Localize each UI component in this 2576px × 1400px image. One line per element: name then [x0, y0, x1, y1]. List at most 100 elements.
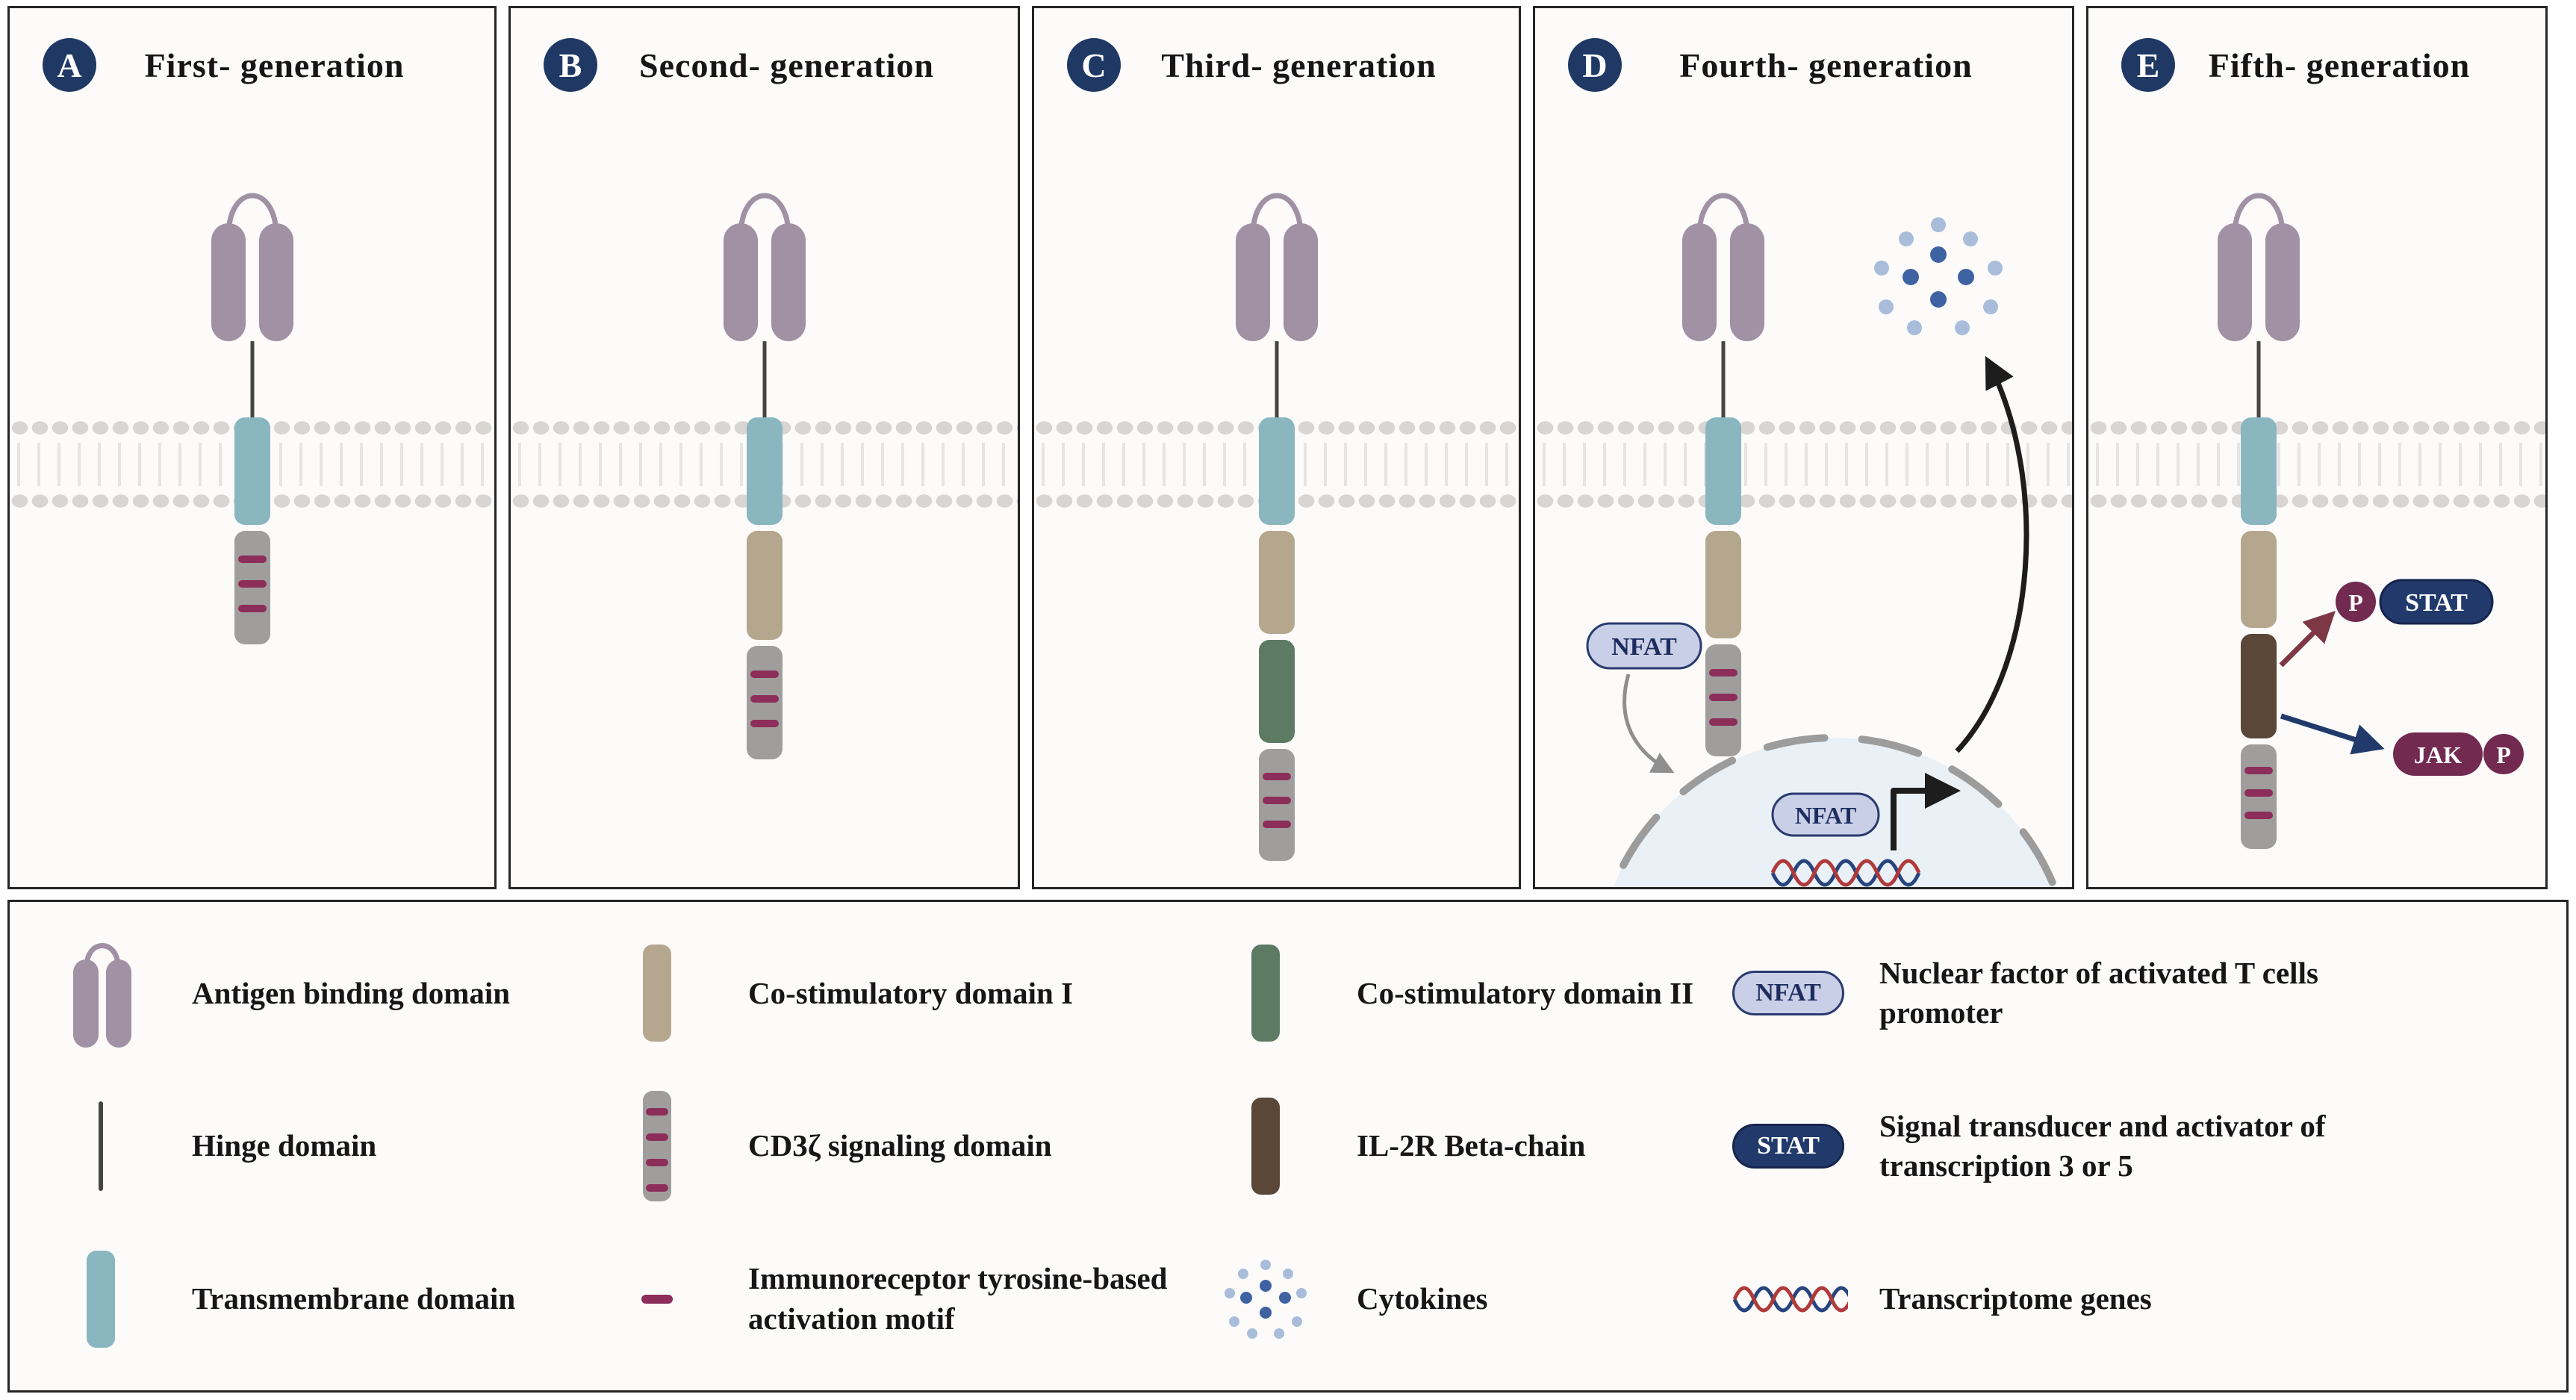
svg-text:NFAT: NFAT: [1611, 633, 1677, 661]
legend-item-itam: Immunoreceptor tyrosine-based activation…: [597, 1222, 1206, 1375]
car-third-generation: [1236, 193, 1318, 861]
il2r-beta-chain-icon: [1206, 1097, 1325, 1195]
cell-membrane: [1535, 413, 2072, 516]
panel-title: First- generation: [144, 46, 405, 84]
co-stimulatory-domain-1: [1705, 531, 1741, 638]
legend-item-cytokines: Cytokines: [1206, 1222, 1729, 1375]
panel-letter-badge: C: [1067, 38, 1121, 92]
membrane-outer-leaflet: [1535, 413, 2072, 443]
legend: Antigen binding domain Hinge domain Tran…: [7, 900, 2569, 1393]
nfat-badge: NFAT: [1732, 971, 1844, 1016]
nfat-translocation-arrow: [1623, 673, 1675, 774]
itam-stripe: [750, 720, 779, 727]
itam-stripe: [238, 605, 267, 612]
itam-stripe: [238, 580, 267, 588]
cytokines: [1874, 217, 2003, 335]
car-fourth-generation: NFAT NFAT: [1586, 193, 2059, 887]
hinge-domain-icon: [41, 1101, 161, 1191]
itam-stripe: [1263, 773, 1291, 780]
panel-letter-badge: D: [1568, 38, 1622, 92]
stat-badge-icon: STAT: [1729, 1123, 1848, 1169]
transmembrane-domain: [747, 417, 783, 525]
svg-text:P: P: [2348, 589, 2363, 616]
cd3zeta-signaling-domain: [2241, 744, 2277, 849]
stat-activation-arrow: [2279, 611, 2336, 668]
membrane-outer-leaflet: [2088, 413, 2545, 443]
car-first-generation: [211, 193, 293, 644]
legend-column-3: Co-stimulatory domain II IL-2R Beta-chai…: [1206, 917, 1729, 1375]
legend-item-transcriptome: Transcriptome genes: [1729, 1222, 2559, 1375]
membrane-inner-leaflet: [2088, 486, 2545, 516]
transmembrane-domain: [234, 417, 270, 525]
itam-stripe: [2244, 812, 2273, 819]
transmembrane-domain-icon: [41, 1250, 161, 1348]
itam-stripe: [238, 556, 267, 563]
cd3-zeta-signaling-domain-icon: [597, 1090, 717, 1202]
legend-item-transmembrane: Transmembrane domain: [41, 1222, 597, 1375]
itam-stripe: [750, 671, 779, 678]
panel-letter-badge: A: [43, 38, 96, 92]
antigen-loop: [225, 193, 279, 237]
co-stimulatory-domain-1-icon: [597, 945, 717, 1042]
membrane-inner-leaflet: [1535, 486, 2072, 516]
legend-item-costim2: Co-stimulatory domain II: [1206, 917, 1729, 1070]
legend-item-stat: STAT Signal transducer and activator of …: [1729, 1070, 2559, 1223]
panel-title: Fourth- generation: [1679, 46, 1973, 84]
stat-badge: STAT: [1732, 1123, 1844, 1169]
legend-label: Immunoreceptor tyrosine-based activation…: [748, 1261, 1168, 1336]
cd3zeta-signaling-domain: [1705, 644, 1741, 756]
legend-item-cd3zeta: CD3ζ signaling domain: [597, 1070, 1206, 1223]
legend-label: Hinge domain: [192, 1128, 377, 1163]
nfat-badge-cytoplasm: NFAT: [1586, 622, 1702, 670]
panel-title: Second- generation: [639, 46, 934, 84]
nfat-badge-icon: NFAT: [1729, 971, 1848, 1016]
transmembrane-domain: [2241, 417, 2277, 525]
legend-label: Co-stimulatory domain II: [1357, 975, 1694, 1010]
svg-text:JAK: JAK: [2414, 741, 2462, 768]
cytokine-release-arrow: [1955, 355, 2029, 753]
antigen-binding-domain: [1236, 223, 1318, 341]
legend-column-1: Antigen binding domain Hinge domain Tran…: [41, 917, 597, 1375]
cd3zeta-signaling-domain: [1259, 749, 1295, 861]
panel-title: Fifth- generation: [2208, 46, 2471, 84]
svg-text:P: P: [2496, 741, 2511, 768]
svg-text:STAT: STAT: [2405, 589, 2468, 617]
co-stimulatory-domain-2: [1259, 640, 1295, 743]
legend-label: IL-2R Beta-chain: [1357, 1128, 1586, 1163]
svg-text:NFAT: NFAT: [1795, 802, 1856, 829]
antigen-binding-domain: [724, 223, 806, 341]
cd3zeta-signaling-domain: [747, 646, 783, 759]
nfat-badge-nucleus: NFAT: [1771, 792, 1880, 837]
generation-panels-row: A First- generation B Second- gene: [7, 6, 2548, 889]
antigen-binding-domain-icon: [41, 930, 161, 1057]
transmembrane-domain: [1705, 417, 1741, 525]
panel-fifth-generation: E Fifth- generation: [2086, 6, 2548, 889]
panel-first-generation: A First- generation: [7, 6, 497, 889]
co-stimulatory-domain-2-icon: [1206, 945, 1325, 1042]
itam-stripe: [1709, 669, 1737, 676]
antigen-loop: [1250, 193, 1304, 237]
panel-letter-badge: B: [544, 38, 597, 92]
panel-second-generation: B Second- generation: [508, 6, 1020, 889]
transcriptome-genes: [1770, 859, 1921, 887]
legend-item-costim1: Co-stimulatory domain I: [597, 917, 1206, 1070]
car-fifth-generation: P STAT JAK P: [2218, 193, 2524, 849]
antigen-loop: [738, 193, 791, 237]
antigen-binding-domain: [1682, 223, 1764, 341]
car-second-generation: [724, 193, 806, 759]
panel-title: Third- generation: [1161, 46, 1437, 84]
co-stimulatory-domain-1: [2241, 531, 2277, 628]
legend-label: Co-stimulatory domain I: [748, 975, 1074, 1010]
legend-label: CD3ζ signaling domain: [748, 1128, 1052, 1163]
legend-label: Transmembrane domain: [192, 1281, 516, 1316]
antigen-loop: [2232, 193, 2286, 237]
itam-stripe: [1709, 694, 1737, 701]
legend-label: Signal transducer and activator of trans…: [1879, 1108, 2326, 1183]
transmembrane-domain: [1259, 417, 1295, 525]
itam-stripe: [1709, 718, 1737, 726]
il2r-beta-chain-domain: [2241, 634, 2277, 738]
co-stimulatory-domain-1: [1259, 531, 1295, 634]
itam-stripe: [1263, 797, 1291, 804]
antigen-binding-domain: [2218, 223, 2300, 341]
cytokines-icon: [1206, 1254, 1325, 1344]
